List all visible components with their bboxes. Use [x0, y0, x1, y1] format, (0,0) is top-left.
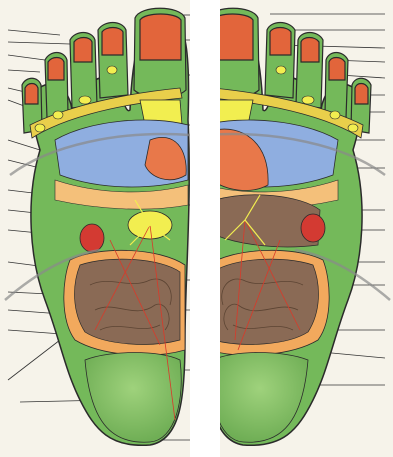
center-gap	[190, 0, 220, 457]
right-intestines	[213, 259, 318, 344]
left-intestines	[75, 259, 180, 344]
right-kidney	[301, 214, 325, 242]
big-toe-head-zone	[140, 14, 181, 60]
left-kidney	[80, 224, 104, 252]
right-foot	[204, 8, 390, 445]
left-foot	[5, 8, 195, 445]
